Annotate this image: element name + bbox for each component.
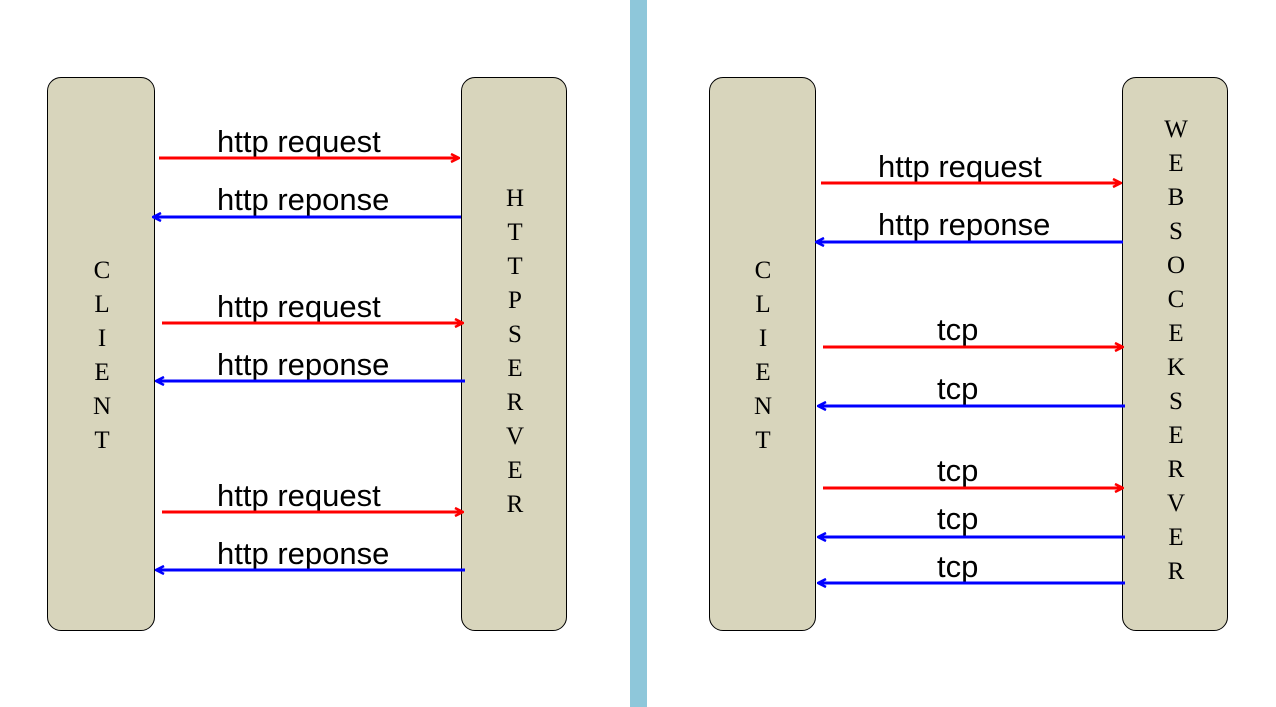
- left-message-label: http reponse: [217, 536, 390, 571]
- left-message-label: http request: [217, 124, 381, 159]
- right-message-label: http reponse: [878, 207, 1051, 242]
- right-client-label: CLIENT: [753, 257, 773, 454]
- right-message-label: http request: [878, 149, 1042, 184]
- right-message-label: tcp: [937, 501, 979, 536]
- left-message-label: http reponse: [217, 347, 390, 382]
- right-message-label: tcp: [937, 312, 979, 347]
- left-server-box: HTTPSERVER: [461, 77, 567, 631]
- right-message-label: tcp: [937, 371, 979, 406]
- left-client-label: CLIENT: [92, 257, 112, 454]
- right-client-box: CLIENT: [709, 77, 816, 631]
- right-server-label: WEBSOCEKSERVER: [1164, 116, 1188, 585]
- left-server-label: HTTPSERVER: [505, 185, 525, 518]
- left-message-label: http reponse: [217, 182, 390, 217]
- left-message-label: http request: [217, 478, 381, 513]
- left-message-label: http request: [217, 289, 381, 324]
- right-server-box: WEBSOCEKSERVER: [1122, 77, 1228, 631]
- panel-divider: [630, 0, 647, 707]
- right-message-label: tcp: [937, 549, 979, 584]
- left-client-box: CLIENT: [47, 77, 155, 631]
- right-message-label: tcp: [937, 453, 979, 488]
